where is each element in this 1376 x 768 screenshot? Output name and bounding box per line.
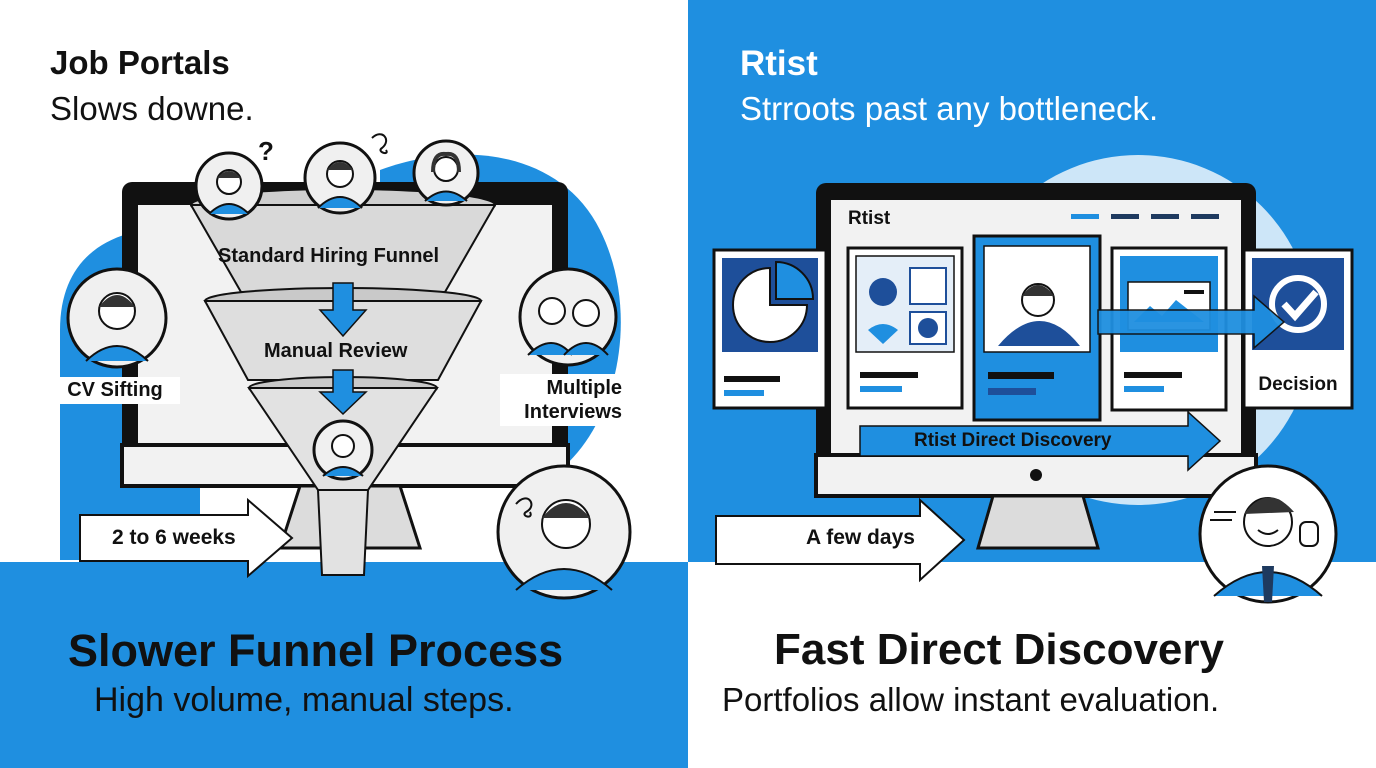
decision-label: Decision: [1258, 374, 1338, 395]
cv-sifting-label: CV Sifting: [50, 377, 180, 404]
funnel-stage-manual-review: Manual Review: [264, 340, 408, 362]
rtist-panel: Rtist Strroots past any bottleneck. Rtis…: [688, 0, 1376, 768]
interviewers-avatar-icon: [518, 267, 618, 367]
tagline: Slows downe.: [50, 90, 254, 127]
frustrated-recruiter-icon: [496, 464, 632, 600]
svg-text:?: ?: [258, 136, 274, 166]
brand-name: Job Portals: [50, 44, 230, 81]
job-portals-illustration: ?: [0, 133, 688, 768]
screen-brand-name: Rtist: [848, 208, 891, 229]
tagline: Strroots past any bottleneck.: [740, 90, 1159, 127]
panel-title: Fast Direct Discovery: [774, 625, 1224, 674]
job-portals-panel: ?: [0, 44, 688, 768]
candidate-avatar-icon: [303, 141, 377, 215]
shortlisted-candidate-icon: [312, 419, 374, 481]
cv-sifting-avatar-icon: [66, 267, 168, 369]
multiple-interviews-label: Multiple Interviews: [500, 374, 624, 426]
candidate-avatar-icon: [412, 139, 480, 207]
timeline-label: A few days: [806, 526, 915, 549]
timeline-label: 2 to 6 weeks: [112, 526, 236, 549]
panel-subtitle: High volume, manual steps.: [94, 681, 514, 719]
rtist-illustration: [688, 155, 1376, 768]
brand-name: Rtist: [740, 44, 818, 83]
panel-title: Slower Funnel Process: [68, 625, 564, 676]
panel-subtitle: Portfolios allow instant evaluation.: [722, 681, 1220, 718]
confident-candidate-icon: [1198, 464, 1338, 604]
direct-discovery-label: Rtist Direct Discovery: [914, 430, 1112, 451]
funnel-stage-standard: Standard Hiring Funnel: [218, 245, 440, 267]
candidate-avatar-icon: [194, 151, 264, 221]
